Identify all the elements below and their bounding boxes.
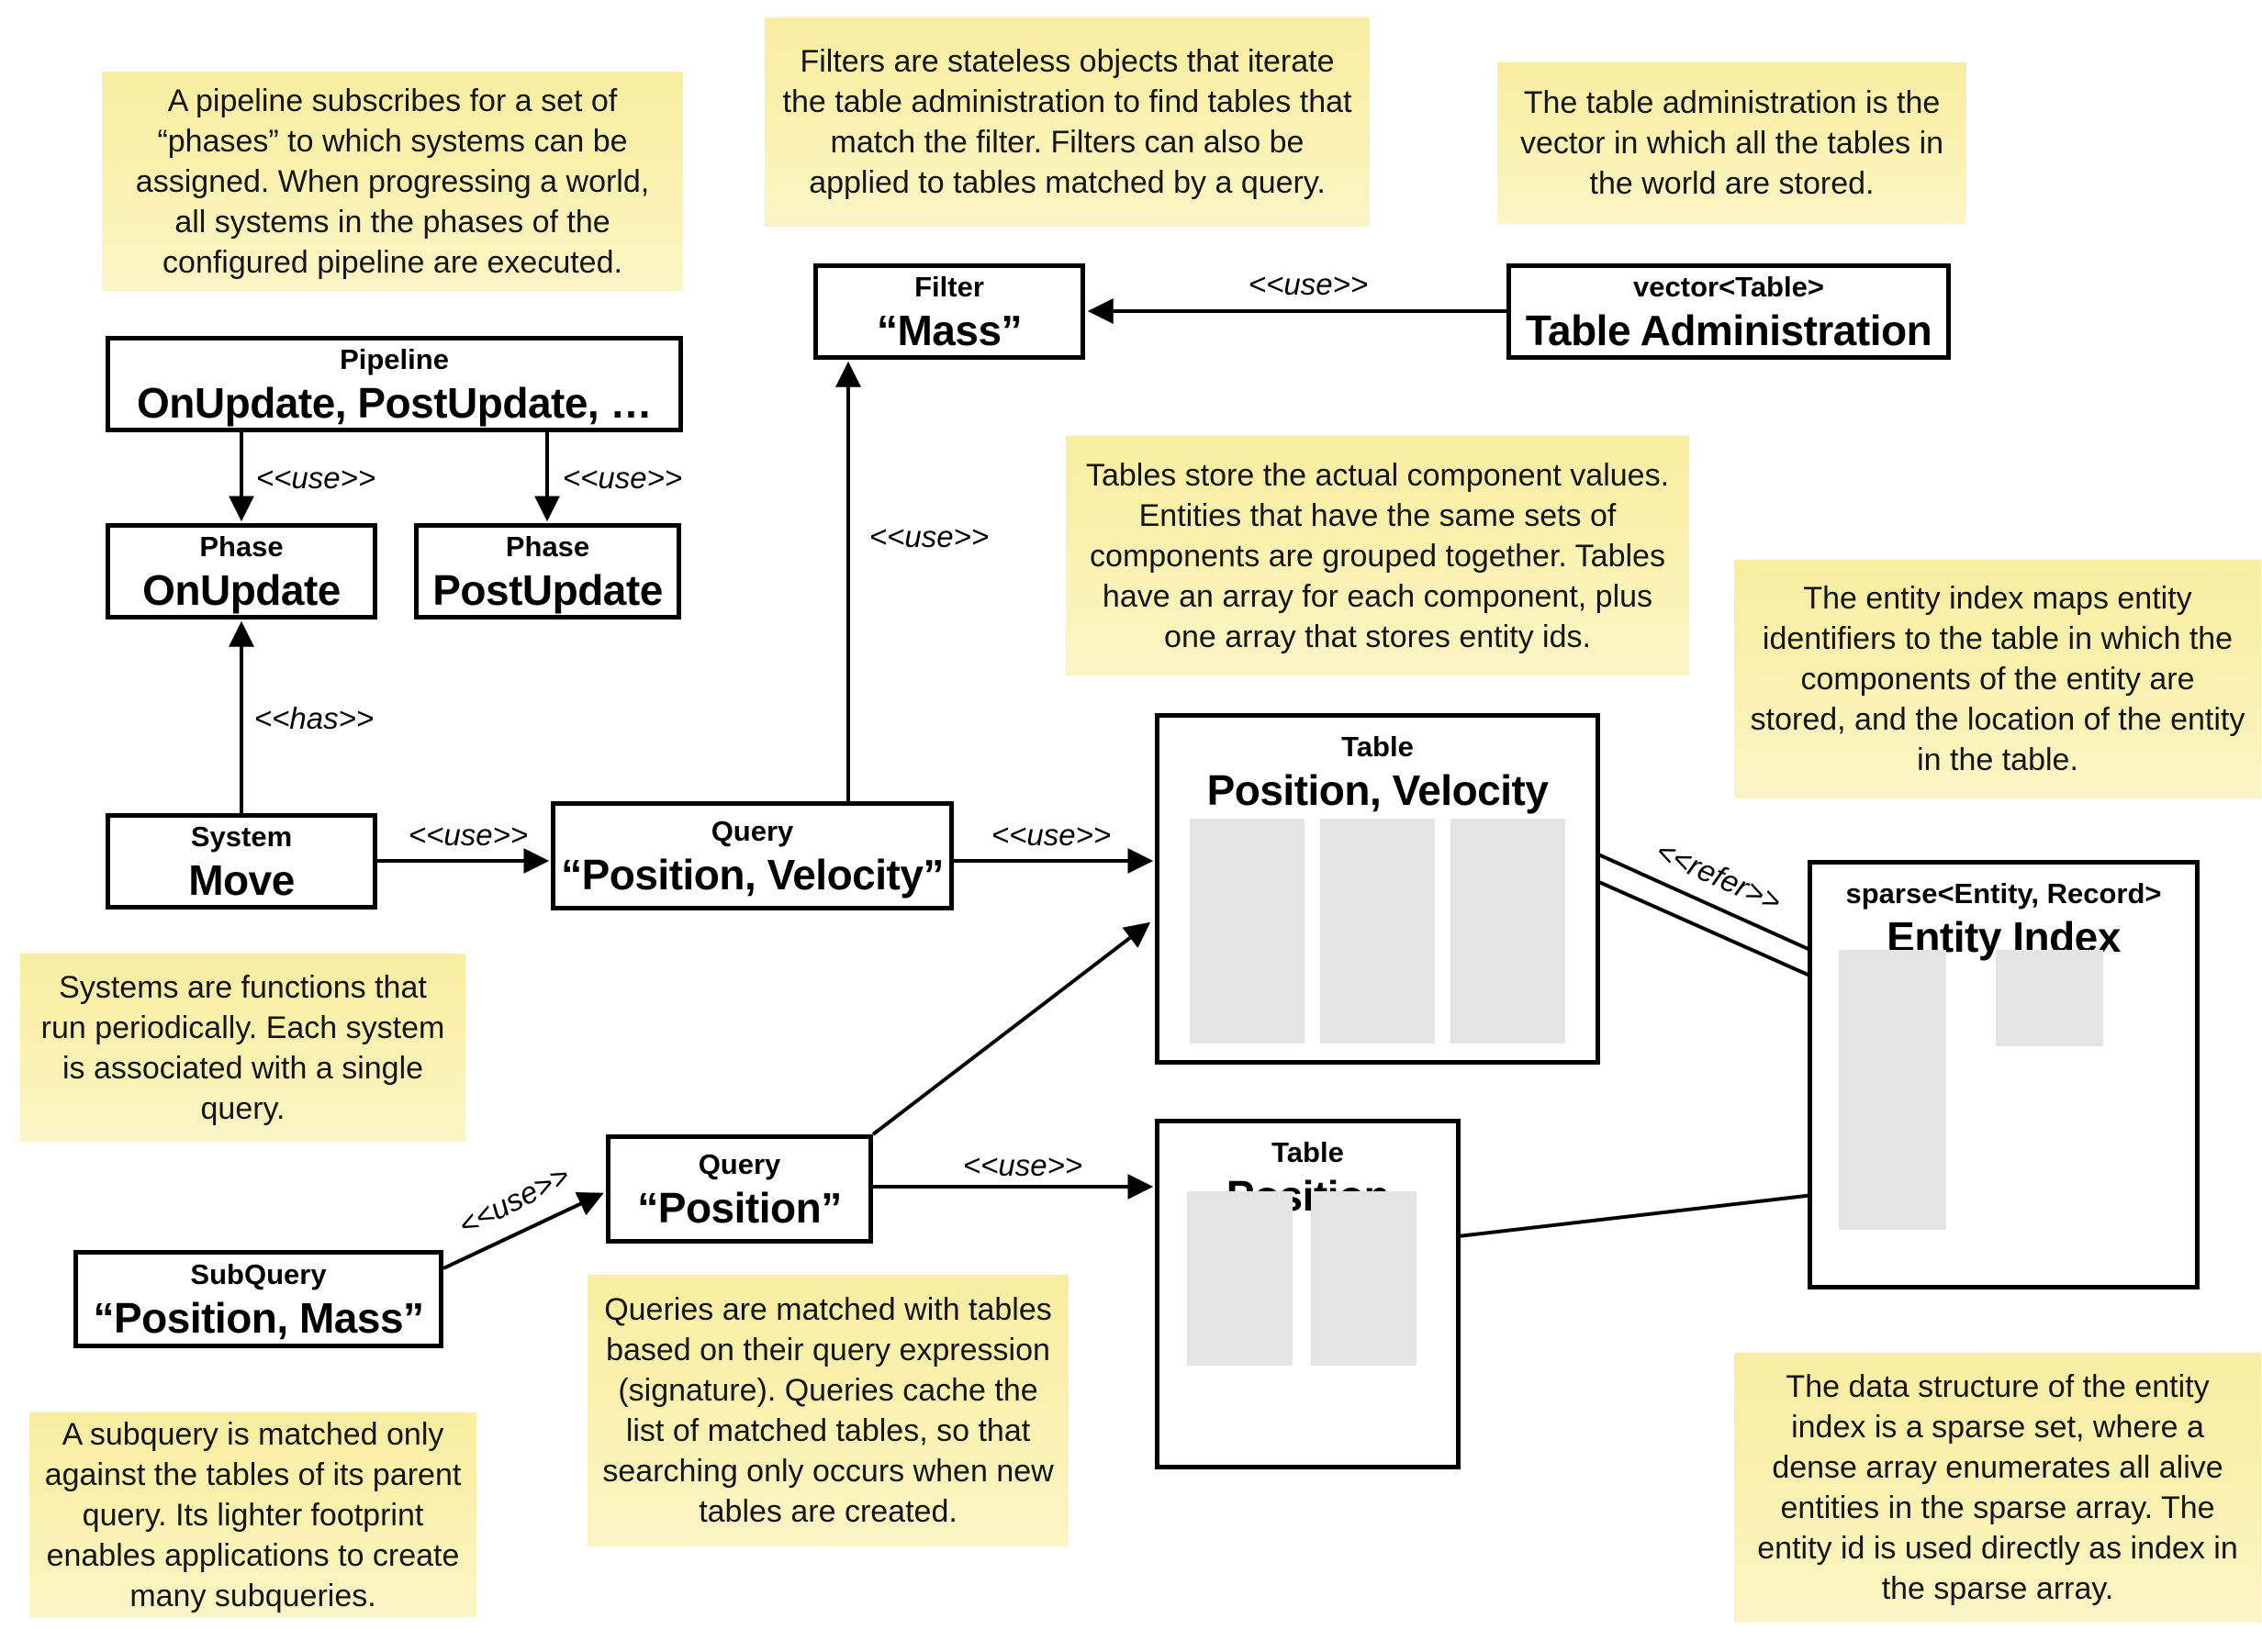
component-array — [1320, 819, 1435, 1044]
node-stereotype: Query — [698, 1147, 781, 1180]
node-stereotype: Table — [1271, 1136, 1344, 1168]
edge-label-use: <<use>> — [962, 1148, 1083, 1182]
edge-label-has: <<has>> — [253, 701, 375, 735]
edge-label-use: <<use>> — [255, 461, 376, 495]
node-label: “Position, Velocity” — [561, 850, 944, 899]
node-label: OnUpdate — [142, 565, 341, 614]
node-label: Move — [188, 855, 295, 904]
node-label: Position, Velocity — [1206, 766, 1549, 814]
node-label: Table Administration — [1525, 306, 1932, 354]
note-filters: Filters are stateless objects that itera… — [765, 17, 1370, 227]
edge-entityindex-refer-tablep — [1421, 1189, 1846, 1251]
node-label: “Mass” — [876, 306, 1023, 354]
node-phase-onupdate: Phase OnUpdate — [106, 523, 377, 620]
component-array — [1187, 1191, 1293, 1366]
node-stereotype: System — [190, 820, 293, 853]
note-text: A pipeline subscribes for a set of “phas… — [135, 83, 650, 280]
node-query-position-velocity: Query “Position, Velocity” — [551, 801, 954, 910]
node-subquery-position-mass: SubQuery “Position, Mass” — [73, 1250, 443, 1348]
node-stereotype: Query — [711, 814, 794, 847]
node-phase-postupdate: Phase PostUpdate — [414, 523, 681, 620]
node-stereotype: Table — [1341, 731, 1414, 763]
node-stereotype: Filter — [914, 270, 984, 303]
node-pipeline: Pipeline OnUpdate, PostUpdate, … — [106, 336, 683, 432]
dense-array — [1996, 950, 2103, 1046]
note-text: A subquery is matched only against the t… — [44, 1416, 462, 1613]
node-query-position: Query “Position” — [606, 1134, 873, 1244]
edge-subquery-use-queryp — [442, 1192, 604, 1270]
note-systems: Systems are functions that run periodica… — [20, 954, 465, 1142]
edge-label-use: <<use>> — [408, 818, 529, 852]
note-text: Queries are matched with tables based on… — [602, 1292, 1054, 1529]
edge-label-use: <<use>> — [868, 519, 990, 553]
note-table-admin: The table administration is the vector i… — [1497, 62, 1966, 224]
edge-entityindex-refer-tablepv-1 — [1565, 838, 1840, 965]
edge-entityindex-refer-tablepv-2 — [1563, 865, 1840, 990]
note-text: The entity index maps entity identifiers… — [1750, 581, 2245, 777]
node-stereotype: Pipeline — [340, 342, 449, 375]
edge-queryp-use-tablepv — [871, 921, 1151, 1136]
node-table-position: Table Position — [1155, 1119, 1461, 1469]
note-text: The table administration is the vector i… — [1519, 85, 1944, 201]
note-entity-index: The entity index maps entity identifiers… — [1734, 560, 2261, 798]
edge-label-use: <<use>> — [991, 818, 1112, 852]
node-label: “Position” — [637, 1183, 842, 1232]
component-array — [1311, 1191, 1417, 1366]
edge-label-use: <<use>> — [1248, 267, 1369, 301]
note-subquery: A subquery is matched only against the t… — [29, 1412, 476, 1617]
note-text: The data structure of the entity index i… — [1757, 1369, 2238, 1606]
node-stereotype: Phase — [199, 530, 284, 563]
note-text: Filters are stateless objects that itera… — [782, 44, 1352, 200]
node-label: OnUpdate, PostUpdate, … — [137, 378, 652, 427]
node-table-position-velocity: Table Position, Velocity — [1155, 713, 1600, 1065]
edge-label-use: <<use>> — [562, 461, 683, 495]
node-filter: Filter “Mass” — [813, 263, 1085, 360]
note-pipeline: A pipeline subscribes for a set of “phas… — [102, 72, 683, 291]
note-sparse-set: The data structure of the entity index i… — [1734, 1353, 2261, 1623]
node-label: “Position, Mass” — [93, 1293, 424, 1342]
node-label: PostUpdate — [432, 565, 663, 614]
node-table-administration: vector<Table> Table Administration — [1506, 263, 1951, 360]
node-entity-index: sparse<Entity, Record> Entity Index — [1808, 860, 2200, 1289]
sparse-array — [1839, 950, 1946, 1230]
node-system-move: System Move — [106, 813, 377, 910]
component-array — [1450, 819, 1565, 1044]
component-array — [1190, 819, 1305, 1044]
note-tables: Tables store the actual component values… — [1066, 436, 1689, 675]
node-stereotype: sparse<Entity, Record> — [1845, 877, 2162, 910]
note-text: Tables store the actual component values… — [1085, 457, 1670, 654]
node-stereotype: SubQuery — [190, 1257, 327, 1290]
note-text: Systems are functions that run periodica… — [40, 969, 445, 1126]
node-stereotype: vector<Table> — [1633, 270, 1824, 303]
node-stereotype: Phase — [505, 530, 590, 563]
note-queries: Queries are matched with tables based on… — [588, 1275, 1069, 1546]
